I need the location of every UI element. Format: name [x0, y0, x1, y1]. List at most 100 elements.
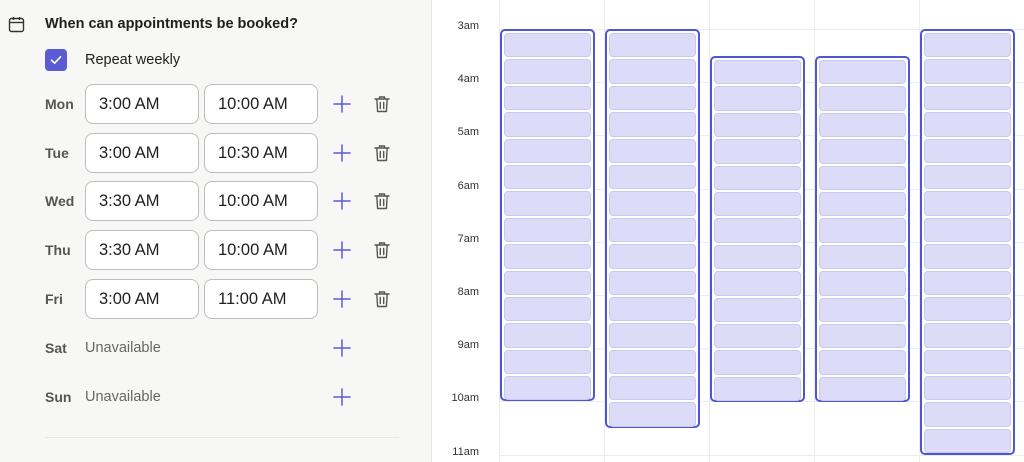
time-slot[interactable] — [504, 191, 591, 216]
time-slot[interactable] — [924, 112, 1011, 137]
time-slot[interactable] — [819, 244, 906, 270]
plus-icon[interactable] — [332, 338, 352, 358]
time-slot[interactable] — [609, 33, 696, 58]
plus-icon[interactable] — [332, 387, 352, 407]
time-slot[interactable] — [609, 376, 696, 401]
time-slot[interactable] — [714, 112, 801, 138]
time-slot[interactable] — [609, 323, 696, 348]
time-slot[interactable] — [924, 59, 1011, 84]
time-slot[interactable] — [714, 165, 801, 190]
time-slot[interactable] — [714, 323, 801, 349]
time-slot[interactable] — [819, 165, 906, 190]
time-slot[interactable] — [924, 349, 1011, 375]
time-slot[interactable] — [504, 33, 591, 58]
end-time-input[interactable] — [204, 133, 318, 173]
trash-icon[interactable] — [373, 289, 391, 309]
time-slot[interactable] — [819, 350, 906, 375]
time-slot[interactable] — [924, 428, 1011, 454]
time-slot[interactable] — [504, 112, 591, 137]
time-slot[interactable] — [819, 139, 906, 164]
time-slot[interactable] — [609, 217, 696, 243]
plus-icon[interactable] — [332, 191, 352, 211]
start-time-input[interactable] — [85, 230, 199, 270]
start-time-input[interactable] — [85, 181, 199, 221]
time-slot[interactable] — [924, 164, 1011, 190]
time-slot[interactable] — [819, 376, 906, 402]
trash-icon[interactable] — [373, 191, 391, 211]
end-time-input[interactable] — [204, 181, 318, 221]
availability-block-tue[interactable] — [605, 29, 700, 428]
time-slot[interactable] — [714, 139, 801, 164]
time-slot[interactable] — [819, 191, 906, 217]
time-slot[interactable] — [714, 350, 801, 375]
time-slot[interactable] — [714, 376, 801, 402]
start-time-input[interactable] — [85, 84, 199, 124]
time-slot[interactable] — [714, 244, 801, 270]
time-slot[interactable] — [714, 218, 801, 243]
time-slot[interactable] — [504, 376, 591, 401]
time-slot[interactable] — [924, 191, 1011, 216]
time-slot[interactable] — [609, 349, 696, 375]
time-slot[interactable] — [714, 86, 801, 111]
time-slot[interactable] — [504, 217, 591, 243]
time-slot[interactable] — [609, 296, 696, 322]
end-time-input[interactable] — [204, 84, 318, 124]
time-slot[interactable] — [609, 112, 696, 137]
time-slot[interactable] — [924, 296, 1011, 322]
time-slot[interactable] — [609, 138, 696, 163]
availability-block-wed[interactable] — [710, 56, 805, 402]
time-slot[interactable] — [609, 191, 696, 216]
availability-block-thu[interactable] — [815, 56, 910, 402]
time-slot[interactable] — [609, 85, 696, 111]
time-slot[interactable] — [819, 323, 906, 349]
trash-icon[interactable] — [373, 94, 391, 114]
time-slot[interactable] — [819, 218, 906, 243]
time-slot[interactable] — [924, 85, 1011, 111]
time-slot[interactable] — [819, 297, 906, 322]
time-slot[interactable] — [504, 323, 591, 348]
time-slot[interactable] — [714, 191, 801, 217]
time-slot[interactable] — [819, 271, 906, 296]
time-slot[interactable] — [924, 323, 1011, 348]
time-slot[interactable] — [609, 59, 696, 84]
time-slot[interactable] — [924, 270, 1011, 295]
time-slot[interactable] — [504, 270, 591, 295]
time-slot[interactable] — [504, 59, 591, 84]
hour-label: 9am — [457, 339, 479, 351]
repeat-weekly-checkbox[interactable] — [45, 49, 67, 71]
time-slot[interactable] — [504, 244, 591, 269]
time-slot[interactable] — [924, 376, 1011, 401]
time-slot[interactable] — [714, 271, 801, 296]
availability-block-fri[interactable] — [920, 29, 1015, 455]
time-slot[interactable] — [609, 164, 696, 190]
time-slot[interactable] — [714, 297, 801, 322]
trash-icon[interactable] — [373, 240, 391, 260]
time-slot[interactable] — [924, 217, 1011, 243]
time-slot[interactable] — [819, 86, 906, 111]
time-slot[interactable] — [819, 60, 906, 85]
time-slot[interactable] — [504, 164, 591, 190]
time-slot[interactable] — [504, 296, 591, 322]
time-slot[interactable] — [609, 244, 696, 269]
plus-icon[interactable] — [332, 289, 352, 309]
trash-icon[interactable] — [373, 143, 391, 163]
time-slot[interactable] — [924, 138, 1011, 163]
time-slot[interactable] — [504, 349, 591, 375]
plus-icon[interactable] — [332, 240, 352, 260]
time-slot[interactable] — [819, 112, 906, 138]
plus-icon[interactable] — [332, 143, 352, 163]
plus-icon[interactable] — [332, 94, 352, 114]
time-slot[interactable] — [924, 244, 1011, 269]
time-slot[interactable] — [504, 138, 591, 163]
start-time-input[interactable] — [85, 133, 199, 173]
end-time-input[interactable] — [204, 230, 318, 270]
time-slot[interactable] — [714, 60, 801, 85]
time-slot[interactable] — [924, 33, 1011, 58]
availability-block-mon[interactable] — [500, 29, 595, 401]
time-slot[interactable] — [609, 402, 696, 427]
time-slot[interactable] — [609, 270, 696, 295]
start-time-input[interactable] — [85, 279, 199, 319]
time-slot[interactable] — [504, 85, 591, 111]
time-slot[interactable] — [924, 402, 1011, 427]
end-time-input[interactable] — [204, 279, 318, 319]
